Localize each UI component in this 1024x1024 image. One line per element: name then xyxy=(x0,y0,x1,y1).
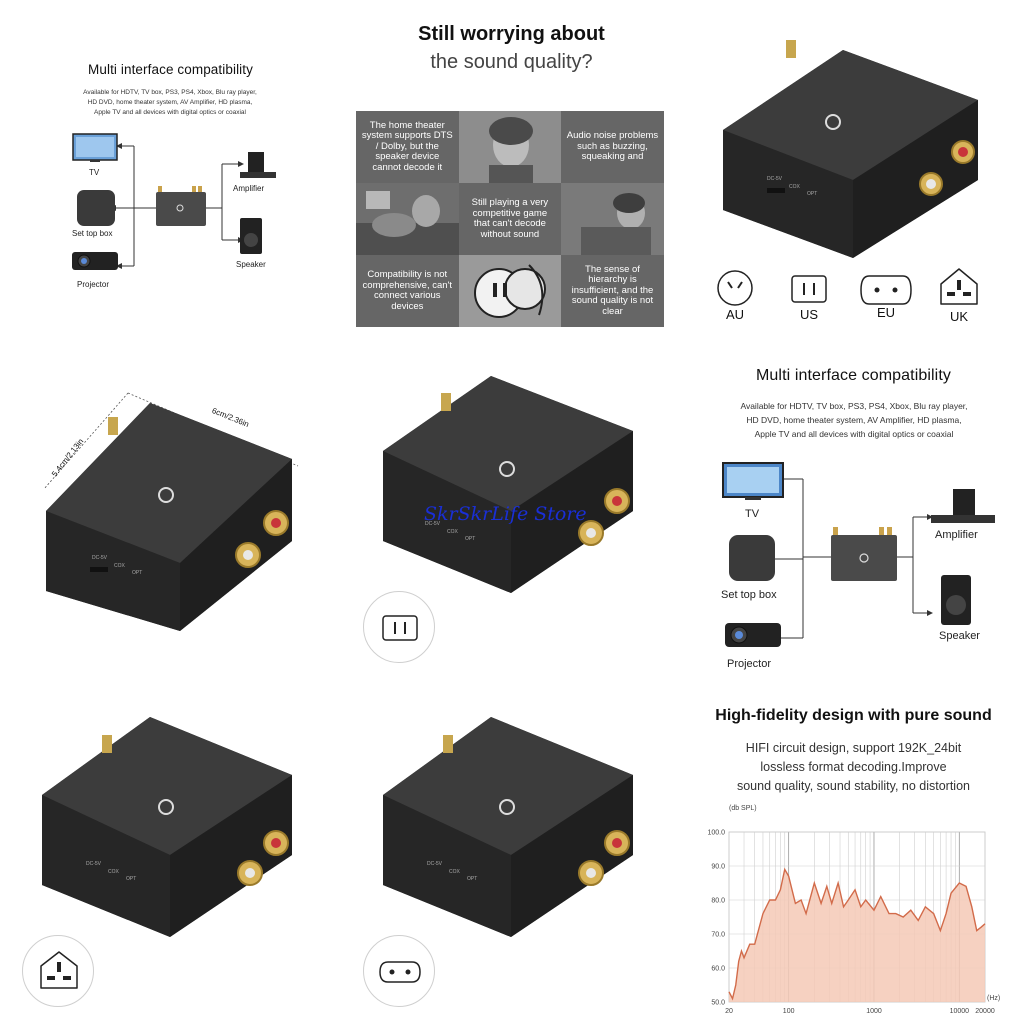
problem-cell: The home theater system supports DTS / D… xyxy=(356,111,459,183)
au-plug-icon xyxy=(717,270,753,306)
problem-grid: The home theater system supports DTS / D… xyxy=(356,111,665,327)
compatibility-diagram xyxy=(72,133,276,270)
compatibility-title: Multi interface compatibility xyxy=(756,367,951,384)
eu-plug-icon xyxy=(860,275,912,305)
compatibility-tile-large: Multi interface compatibility Available … xyxy=(683,341,1024,682)
cox-port-label: COX xyxy=(789,184,800,190)
cox-port-label: COX xyxy=(449,869,460,875)
dc-port-label: DC-5V xyxy=(92,555,108,561)
device-label-set-top-box: Set top box xyxy=(72,229,113,238)
dc-port-label: DC-5V xyxy=(425,521,441,527)
cox-port-label: COX xyxy=(114,563,125,569)
x-axis-label: (Hz) xyxy=(987,995,1000,1002)
hifi-title: High-fidelity design with pure sound xyxy=(715,707,992,724)
converter-box-image xyxy=(383,717,633,937)
y-axis-label: (db SPL) xyxy=(729,805,757,812)
x-tick-label: 1000 xyxy=(866,1008,882,1015)
product-eu-tile: DC-5V COX OPT xyxy=(341,683,682,1024)
device-label-speaker: Speaker xyxy=(236,260,266,269)
device-label-tv: TV xyxy=(89,168,100,177)
device-label-speaker: Speaker xyxy=(939,630,980,642)
cox-port-label: COX xyxy=(447,529,458,535)
opt-port-label: OPT xyxy=(132,570,143,576)
cox-port-label: COX xyxy=(108,869,119,875)
problem-photo xyxy=(458,255,562,327)
sound-quality-title: Still worrying about the sound quality? xyxy=(418,23,605,73)
eu-plug-badge xyxy=(363,935,435,1007)
uk-plug-badge xyxy=(22,935,94,1007)
us-plug-icon xyxy=(791,275,827,303)
converter-icon xyxy=(831,535,897,581)
compatibility-description: Available for HDTV, TV box, PS3, PS4, Xb… xyxy=(83,89,257,116)
plug-label-us: US xyxy=(799,307,819,322)
compatibility-title: Multi interface compatibility xyxy=(88,62,253,77)
uk-plug-icon xyxy=(40,951,78,989)
us-plug-badge xyxy=(363,591,435,663)
device-label-amplifier: Amplifier xyxy=(233,184,265,193)
amplifier-icon xyxy=(953,489,975,515)
device-label-projector: Projector xyxy=(77,280,110,289)
device-label-set-top-box: Set top box xyxy=(721,589,777,601)
device-label-projector: Projector xyxy=(727,658,772,670)
response-line xyxy=(728,867,986,1001)
problem-photo xyxy=(458,111,562,183)
x-tick-label: 100 xyxy=(783,1008,795,1015)
hifi-tile: High-fidelity design with pure sound HIF… xyxy=(683,683,1024,1024)
product-uk-tile: DC-5V COX OPT xyxy=(0,683,341,1024)
response-area xyxy=(729,869,985,1002)
plug-label-eu: EU xyxy=(876,305,896,320)
dimensions-diagram xyxy=(43,392,299,631)
problem-cell: Compatibility is not comprehensive, can'… xyxy=(356,255,459,327)
amplifier-icon xyxy=(248,152,264,172)
opt-port-label: OPT xyxy=(126,876,137,882)
converter-icon xyxy=(156,192,206,226)
converter-box-image xyxy=(383,376,633,593)
hifi-description: HIFI circuit design, support 192K_24bit … xyxy=(736,741,970,793)
plug-label-au: AU xyxy=(725,307,745,322)
converter-box-image xyxy=(723,40,978,258)
problem-cell: Audio noise problems such as buzzing, sq… xyxy=(561,111,664,183)
frequency-response-chart: 100.0 90.0 80.0 70.0 60.0 50.020 100 1000 10000 2… xyxy=(707,805,1000,1015)
opt-port-label: OPT xyxy=(467,876,478,882)
compatibility-description: Available for HDTV, TV box, PS3, PS4, Xb… xyxy=(740,401,968,439)
problem-photo xyxy=(356,183,459,255)
product-plugs-tile: DC-5V COX OPT AU US EU UK xyxy=(683,0,1024,341)
y-tick-label: 90.0 xyxy=(711,864,725,871)
plug-label-uk: UK xyxy=(949,309,969,324)
uk-plug-icon xyxy=(940,268,978,305)
dc-port-label: DC-5V xyxy=(86,861,102,867)
dc-port-label: DC-5V xyxy=(767,176,783,182)
us-plug-icon xyxy=(382,615,418,641)
eu-plug-icon xyxy=(379,961,421,983)
y-tick-label: 100.0 xyxy=(707,830,725,837)
device-label-amplifier: Amplifier xyxy=(935,529,978,541)
product-us-tile: DC-5V COX OPT xyxy=(341,341,682,682)
y-tick-label: 80.0 xyxy=(711,898,725,905)
problem-cell: The sense of hierarchy is insufficient, … xyxy=(561,255,664,327)
converter-box-image xyxy=(42,717,292,937)
store-watermark: SkrSkrLife Store xyxy=(424,503,587,525)
opt-port-label: OPT xyxy=(465,536,476,542)
sound-quality-tile: Still worrying about the sound quality? … xyxy=(341,0,682,341)
dc-port-label: DC-5V xyxy=(427,861,443,867)
device-label-tv: TV xyxy=(745,508,760,520)
set-top-box-icon xyxy=(729,535,775,581)
dimensions-tile: 6cm/2.36in 5.4cm/2.13in DC-5V COX OPT xyxy=(0,341,341,682)
y-tick-label: 70.0 xyxy=(711,932,725,939)
set-top-box-icon xyxy=(77,190,115,226)
opt-port-label: OPT xyxy=(807,191,818,197)
y-tick-label: 60.0 xyxy=(711,966,725,973)
problem-cell: Still playing a very competitive game th… xyxy=(458,183,562,255)
compatibility-tile-top: Multi interface compatibility Available … xyxy=(0,0,341,341)
problem-photo xyxy=(561,183,665,255)
x-tick-label: 20000 xyxy=(975,1008,995,1015)
x-tick-label: 20 xyxy=(725,1008,733,1015)
compatibility-diagram xyxy=(722,462,995,647)
x-tick-label: 10000 xyxy=(950,1008,970,1015)
y-tick-label: 50.0 xyxy=(711,1000,725,1007)
